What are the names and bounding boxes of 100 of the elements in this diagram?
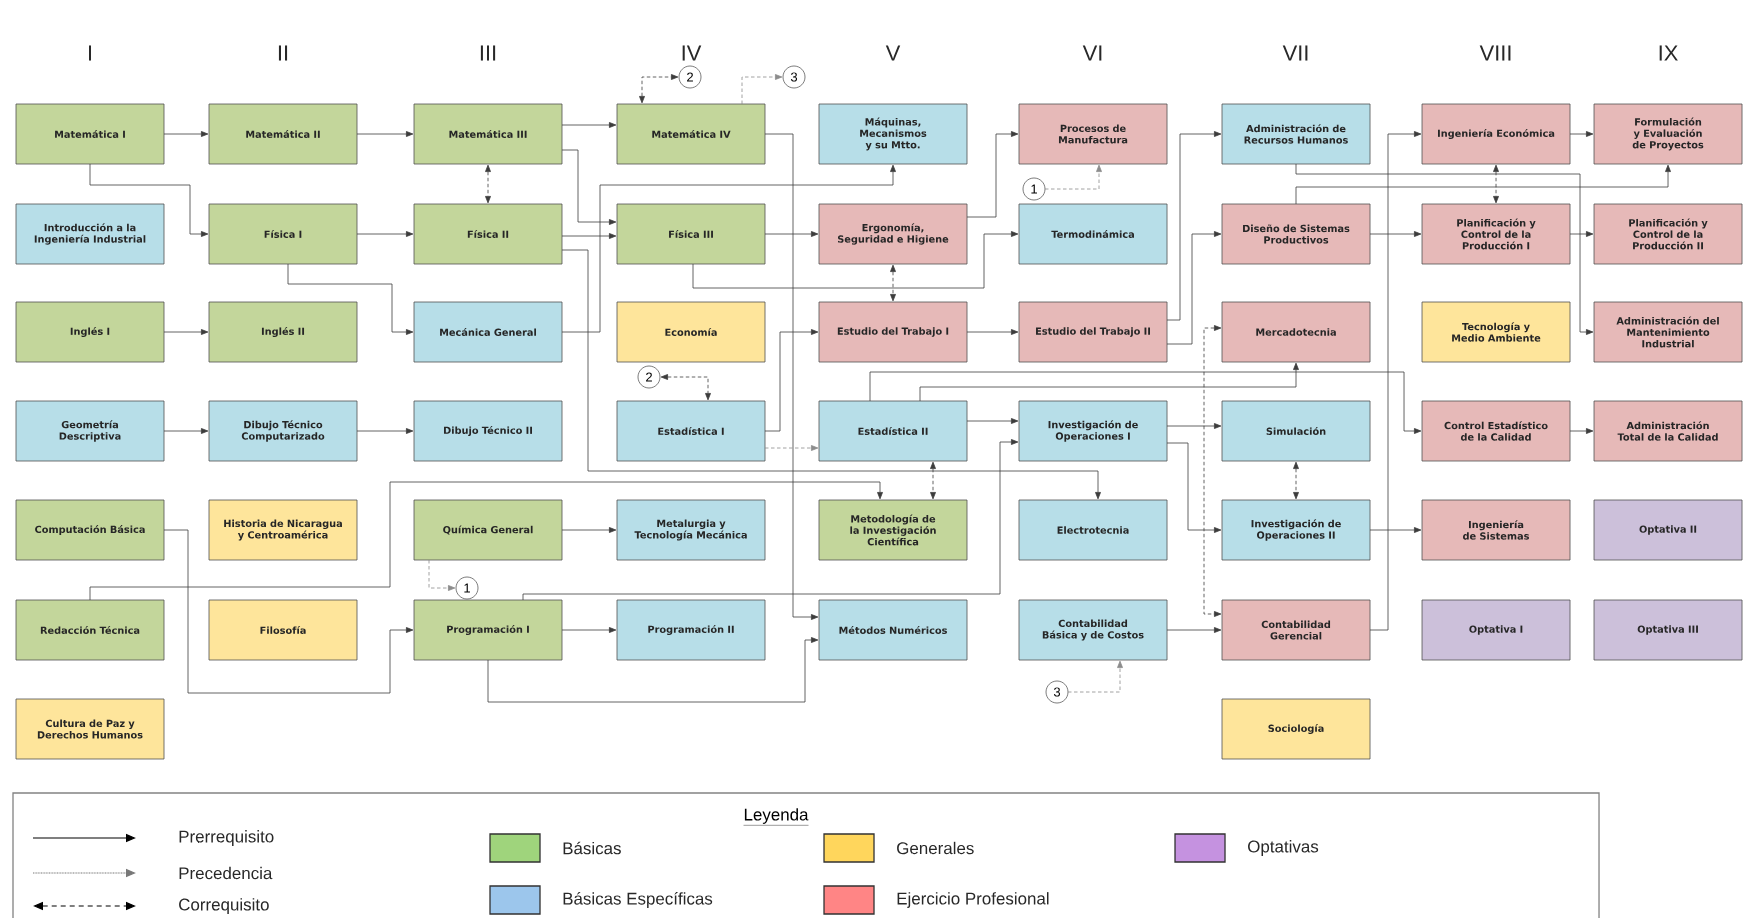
arrow: [356, 231, 414, 237]
arrow: [1166, 131, 1222, 321]
arrow: [764, 231, 819, 237]
arrow: [561, 527, 617, 533]
arrow: [428, 559, 456, 591]
course-box: Redacción Técnica: [15, 599, 165, 661]
course-box: Física II: [413, 203, 563, 265]
course-box: Química General: [413, 499, 563, 561]
course-box: Programación II: [616, 599, 766, 661]
legend-label: Prerrequisito: [179, 830, 274, 846]
arrow: [1166, 423, 1222, 429]
column-numeral: VI: [1082, 45, 1102, 61]
legend-label: Generales: [897, 841, 974, 855]
course-box: Métodos Numéricos: [818, 599, 968, 661]
course-box: Dibujo Técnico Computarizado: [208, 400, 358, 462]
course-box: Planificación y Control de la Producción II: [1593, 203, 1743, 265]
course-box: Metodología de la Investigación Científica: [818, 499, 968, 561]
course-box: Ergonomía, Seguridad e Higiene: [818, 203, 968, 265]
arrow: [356, 131, 414, 137]
course-box: Economía: [616, 301, 766, 363]
arrow: [1369, 231, 1422, 237]
arrow: [487, 637, 819, 703]
arrow: [741, 74, 783, 105]
course-box: Simulación: [1221, 400, 1371, 462]
course-box: Mecánica General: [413, 301, 563, 363]
column-numeral: IX: [1659, 45, 1678, 61]
arrow: [966, 131, 1019, 218]
course-box: Contabilidad Gerencial: [1221, 599, 1371, 661]
arrow: [1369, 527, 1422, 533]
arrow: [1203, 325, 1222, 617]
course-box: Procesos de Manufactura: [1018, 103, 1168, 165]
course-box: Inglés II: [208, 301, 358, 363]
course-box: Computación Básica: [15, 499, 165, 561]
course-box: Matemática I: [15, 103, 165, 165]
course-box: Máquinas, Mecanismos y su Mtto.: [818, 103, 968, 165]
arrow: [1569, 428, 1594, 434]
course-box: Control Estadístico de la Calidad: [1421, 400, 1571, 462]
arrow: [1369, 131, 1422, 631]
course-box: Física I: [208, 203, 358, 265]
arrow: [692, 231, 1019, 289]
course-box: Ingeniería Económica: [1421, 103, 1571, 165]
course-box: Historia de Nicaragua y Centroamérica: [208, 499, 358, 561]
arrow: [561, 122, 617, 128]
arrow: [660, 374, 711, 401]
arrow: [561, 164, 896, 333]
course-box: Matemática II: [208, 103, 358, 165]
course-box: Planificación y Control de la Producción I: [1421, 203, 1571, 265]
arrow: [356, 428, 414, 434]
course-box: Inglés I: [15, 301, 165, 363]
course-box: Estudio del Trabajo II: [1018, 301, 1168, 363]
course-box: Sociología: [1221, 698, 1371, 760]
arrow: [764, 329, 819, 432]
arrow: [1166, 231, 1222, 345]
course-box: Optativa I: [1421, 599, 1571, 661]
course-box: Cultura de Paz y Derechos Humanos: [15, 698, 165, 760]
arrow: [1295, 164, 1671, 205]
course-box: Administración Total de la Calidad: [1593, 400, 1743, 462]
arrow: [89, 481, 883, 601]
course-box: Administración del Mantenimiento Industrial: [1593, 301, 1743, 363]
arrow: [966, 329, 1019, 335]
arrow: [1293, 461, 1299, 500]
course-box: Optativa II: [1593, 499, 1743, 561]
course-box: Estadística I: [616, 400, 766, 462]
legend-label: Correquisito: [179, 898, 269, 914]
arrow: [561, 627, 617, 633]
arrow: [1067, 660, 1123, 693]
course-box: Estudio del Trabajo I: [818, 301, 968, 363]
arrow: [639, 74, 679, 104]
legend-label: Optativas: [1248, 840, 1319, 856]
arrow: [1569, 231, 1594, 237]
arrow: [561, 233, 617, 239]
course-box: Diseño de Sistemas Productivos: [1221, 203, 1371, 265]
course-box: Estadística II: [818, 400, 968, 462]
legend-label: Básicas Específicas: [563, 892, 713, 908]
course-box: Física III: [616, 203, 766, 265]
arrow: [930, 461, 936, 500]
course-box: Formulación y Evaluación de Proyectos: [1593, 103, 1743, 165]
course-box: Metalurgia y Tecnología Mecánica: [616, 499, 766, 561]
column-numeral: VII: [1282, 45, 1308, 61]
column-numeral: III: [480, 45, 496, 61]
arrow: [522, 439, 1019, 601]
course-box: Ingeniería de Sistemas: [1421, 499, 1571, 561]
arrow: [764, 133, 819, 620]
course-box: Introducción a la Ingeniería Industrial: [15, 203, 165, 265]
arrow: [163, 529, 414, 694]
course-box: Optativa III: [1593, 599, 1743, 661]
legend-title: Leyenda: [743, 808, 809, 826]
arrow: [89, 163, 209, 237]
course-box: Dibujo Técnico II: [413, 400, 563, 462]
course-box: Filosofía: [208, 599, 358, 661]
column-numeral: IV: [682, 45, 702, 61]
arrow: [163, 329, 209, 335]
arrow: [163, 131, 209, 137]
course-box: Matemática III: [413, 103, 563, 165]
arrow: [485, 164, 491, 204]
legend-label: Precedencia: [179, 866, 273, 880]
course-box: Termodinámica: [1018, 203, 1168, 265]
course-box: Programación I: [413, 599, 563, 661]
column-numeral: I: [88, 45, 91, 61]
arrow: [1493, 164, 1499, 204]
